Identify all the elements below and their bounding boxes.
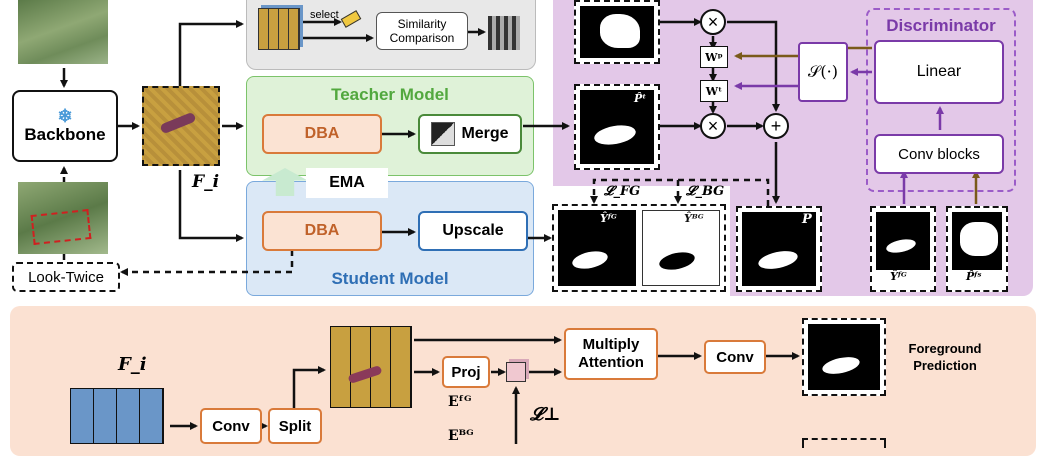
y-fg-small-mask — [870, 206, 936, 292]
foreground-prediction-label: Foreground Prediction — [908, 341, 982, 373]
wp-label: Wᵖ — [705, 50, 723, 64]
cube-grid-icon — [258, 8, 300, 50]
p-mask — [736, 206, 822, 292]
wt-box: Wᵗ — [700, 80, 728, 102]
linear-box[interactable]: Linear — [874, 40, 1004, 104]
loss-fg-label: 𝓛_FG — [604, 184, 641, 199]
proj-label: Proj — [451, 363, 481, 381]
similarity-comparison-box[interactable]: Similarity Comparison — [376, 12, 468, 50]
y-bg-label: Ŷᴮᴳ — [684, 212, 704, 225]
p-fs-label: P̂ᶠˢ — [966, 270, 982, 283]
wt-label: Wᵗ — [705, 84, 723, 98]
y-bg-mask — [642, 210, 720, 286]
y-fg-mask — [558, 210, 636, 286]
wp-box: Wᵖ — [700, 46, 728, 68]
second-prediction-box-partial — [802, 438, 886, 448]
student-title: Student Model — [331, 269, 449, 288]
look-twice-bbox — [30, 209, 92, 245]
similarity-map — [488, 16, 520, 50]
loss-bg-label: 𝓛_BG — [686, 184, 725, 199]
discriminator-title: Discriminator — [886, 16, 996, 35]
similarity-comparison-label: Similarity Comparison — [389, 17, 455, 45]
p-label: P — [802, 212, 812, 227]
teacher-title: Teacher Model — [331, 85, 449, 104]
p-teacher-label: P̂ᵗ — [634, 92, 647, 105]
discriminator-box — [866, 8, 1016, 192]
upscale-box[interactable]: Upscale — [418, 211, 528, 251]
bottom-conv-box[interactable]: Conv — [200, 408, 262, 444]
look-twice-box[interactable]: Look-Twice — [12, 262, 120, 292]
backbone-label: Backbone — [24, 125, 106, 144]
upscale-label: Upscale — [442, 222, 504, 239]
foreground-prediction-mask — [802, 318, 886, 396]
bottom-fi-label: F_i — [118, 354, 147, 375]
feature-label: F_i — [192, 172, 220, 192]
multiply-attention-label: Multiply Attention — [578, 336, 644, 371]
merge-icon — [431, 122, 456, 146]
split-box[interactable]: Split — [268, 408, 322, 444]
student-dba-box[interactable]: DBA — [262, 211, 382, 251]
input-image — [18, 0, 108, 64]
backbone-box[interactable]: ❄ Backbone — [12, 90, 118, 162]
snowflake-icon: ❄ — [57, 106, 73, 126]
teacher-dba-box[interactable]: DBA — [262, 114, 382, 154]
select-label: select — [310, 9, 339, 21]
look-twice-image — [18, 182, 108, 254]
p-fs-mask — [946, 206, 1008, 292]
teacher-dba-label: DBA — [304, 125, 340, 142]
embedding-cube — [506, 362, 526, 382]
efg-label: Eᶠᴳ — [448, 394, 472, 410]
times-circle-icon-2: × — [700, 113, 726, 139]
merge-label: Merge — [461, 125, 509, 142]
score-box: 𝒮(·) — [798, 42, 848, 102]
y-fg-small-label: Ŷᶠᴳ — [890, 270, 907, 283]
split-label: Split — [278, 417, 312, 435]
orth-loss-label: 𝓛⊥ — [530, 404, 561, 425]
y-fg-label: Ŷᶠᴳ — [600, 212, 617, 225]
score-label: 𝒮(·) — [808, 62, 838, 81]
ema-box: EMA — [306, 168, 388, 198]
ema-label: EMA — [329, 174, 365, 191]
merge-box[interactable]: Merge — [418, 114, 522, 154]
conv-blocks-label: Conv blocks — [898, 145, 980, 163]
fi-cube — [70, 388, 164, 444]
plus-circle-icon: + — [763, 113, 789, 139]
student-dba-label: DBA — [304, 222, 340, 239]
multiply-attention-box[interactable]: Multiply Attention — [564, 328, 658, 380]
times-circle-icon: × — [700, 9, 726, 35]
ebg-label: Eᴮᴳ — [448, 428, 474, 444]
p-teacher-mask — [574, 84, 660, 170]
bottom-conv2-box[interactable]: Conv — [704, 340, 766, 374]
bottom-conv2-label: Conv — [716, 348, 754, 366]
proj-box[interactable]: Proj — [442, 356, 490, 388]
look-twice-label: Look-Twice — [28, 268, 104, 286]
bottom-conv-label: Conv — [212, 417, 250, 435]
conv-blocks-box[interactable]: Conv blocks — [874, 134, 1004, 174]
top-mask — [574, 0, 660, 64]
linear-label: Linear — [916, 63, 962, 80]
